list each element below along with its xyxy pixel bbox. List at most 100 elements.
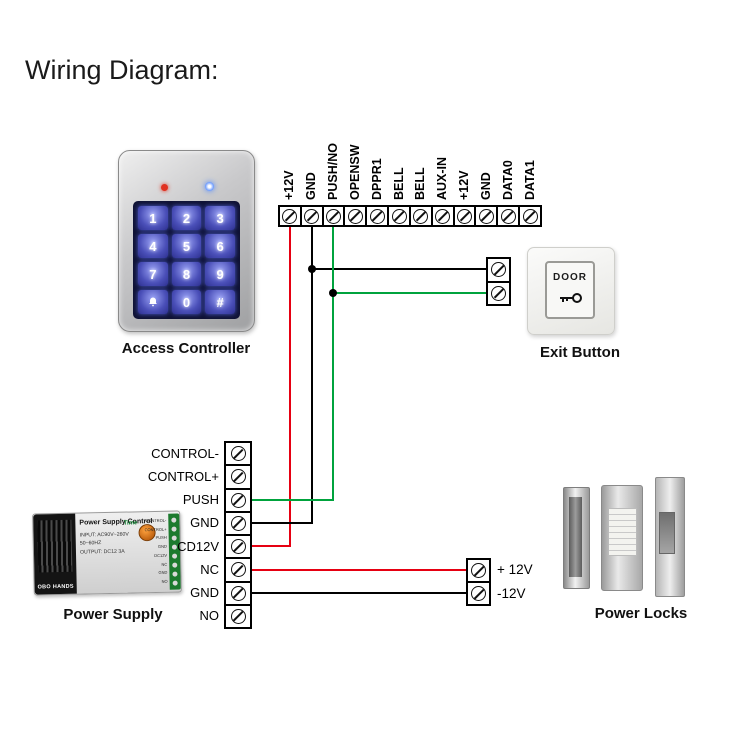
wire-black-gnd-vertical: [311, 227, 313, 523]
top-terminal-block: [278, 205, 542, 227]
wire-red-12v-vertical: [289, 227, 291, 546]
terminal-cell: [321, 207, 344, 225]
screw-icon: [435, 208, 451, 224]
bell-icon: [148, 297, 157, 307]
keypad-key-1: 1: [138, 206, 168, 230]
psu-vents: [37, 519, 73, 573]
keypad-key-6: 6: [205, 234, 235, 258]
screw-icon: [391, 208, 407, 224]
screw-icon: [491, 262, 506, 278]
maglock-face: [569, 497, 582, 577]
top-terminal-label: OPENSW: [347, 144, 362, 200]
door-text: DOOR: [553, 272, 587, 283]
screw-icon: [304, 208, 320, 224]
wire-green-exit: [332, 292, 486, 294]
exit-button-face: DOOR: [545, 261, 595, 319]
controller-terminal-label: GND: [190, 585, 219, 601]
keypad-key-5: 5: [171, 234, 202, 258]
top-terminal-label: BELL: [413, 167, 428, 200]
wire-green-push: [252, 499, 334, 501]
controller-terminal-label: NO: [199, 608, 220, 624]
psu-vent-panel: OBO HANDS: [33, 513, 77, 595]
terminal-cell: [226, 580, 250, 604]
screw-icon: [457, 208, 473, 224]
terminal-cell: [280, 207, 300, 225]
controller-terminal-label: PUSH: [182, 492, 219, 508]
key-icon: [560, 293, 582, 303]
top-terminal-label: DATA0: [500, 160, 515, 200]
psu-brand: OBO HANDS: [37, 583, 74, 591]
junction-dot-black: [308, 265, 316, 273]
controller-terminal-label: CONTROL+: [147, 468, 219, 484]
keypad-key-7: 7: [138, 262, 168, 286]
screw-icon: [478, 208, 494, 224]
strike-plate-image: [655, 477, 685, 597]
terminal-cell: [226, 487, 250, 511]
top-terminal-label: PUSH/NO: [326, 143, 341, 200]
terminal-cell: [488, 280, 509, 305]
wire-black-lock: [252, 592, 466, 594]
terminal-cell: [226, 464, 250, 487]
screw-icon: [413, 208, 429, 224]
keypad-key-0: 0: [171, 290, 202, 314]
terminal-cell: [226, 603, 250, 627]
controller-terminal-label: CONTROL-: [151, 445, 219, 461]
terminal-cell: [468, 581, 489, 604]
junction-dot-green: [329, 289, 337, 297]
keypad-key-3: 3: [205, 206, 235, 230]
terminal-cell: [430, 207, 453, 225]
keypad-key-4: 4: [138, 234, 168, 258]
wire-black-exit: [311, 268, 486, 270]
top-terminal-label: +12V: [457, 170, 472, 200]
screw-icon: [347, 208, 363, 224]
maglock-image: [563, 487, 590, 589]
lock-terminal-label-plus: + 12V: [497, 562, 533, 577]
blue-led-icon: [205, 182, 214, 191]
top-terminal-label: DATA1: [522, 160, 537, 200]
terminal-cell: [299, 207, 322, 225]
bolt-lock-image: [601, 485, 643, 591]
controller-terminal-block: [224, 441, 252, 629]
exit-terminal-block: [486, 257, 511, 306]
top-terminal-label: +12V: [282, 170, 297, 200]
psu-terminal-screw: [172, 553, 178, 559]
access-controller-label: Access Controller: [121, 340, 251, 357]
terminal-cell: [226, 534, 250, 557]
exit-button-label: Exit Button: [540, 344, 620, 361]
terminal-cell: [408, 207, 431, 225]
top-terminal-label: AUX-IN: [435, 156, 450, 200]
wire-black-gnd: [252, 522, 313, 524]
screw-icon: [230, 492, 246, 508]
exit-button-image: DOOR: [527, 247, 615, 335]
controller-terminal-label: GND: [190, 515, 219, 531]
screw-icon: [522, 208, 538, 224]
terminal-cell: [468, 560, 489, 581]
keypad-key-hash: #: [205, 290, 235, 314]
top-terminal-label: DPPR1: [369, 158, 384, 200]
controller-terminal-label: CD12V: [177, 538, 219, 554]
terminal-cell: [474, 207, 496, 225]
keypad-key-2: 2: [171, 206, 202, 230]
terminal-cell: [226, 557, 250, 580]
top-terminal-label: GND: [478, 172, 493, 200]
wire-red-cd12v: [252, 545, 291, 547]
screw-icon: [471, 586, 486, 601]
controller-terminal-label: NC: [200, 561, 219, 577]
screw-icon: [369, 208, 385, 224]
screw-icon: [326, 208, 342, 224]
lock-terminal-label-minus: -12V: [497, 586, 526, 601]
screw-icon: [282, 208, 298, 224]
screw-icon: [230, 515, 246, 531]
screw-icon: [230, 585, 246, 601]
terminal-cell: [452, 207, 475, 225]
keypad-key-8: 8: [171, 262, 202, 286]
strike-notch: [659, 512, 675, 554]
terminal-cell: [343, 207, 365, 225]
power-locks-label: Power Locks: [594, 605, 688, 622]
top-terminal-label: BELL: [391, 167, 406, 200]
page-title: Wiring Diagram:: [25, 55, 219, 85]
terminal-cell: [488, 259, 509, 281]
